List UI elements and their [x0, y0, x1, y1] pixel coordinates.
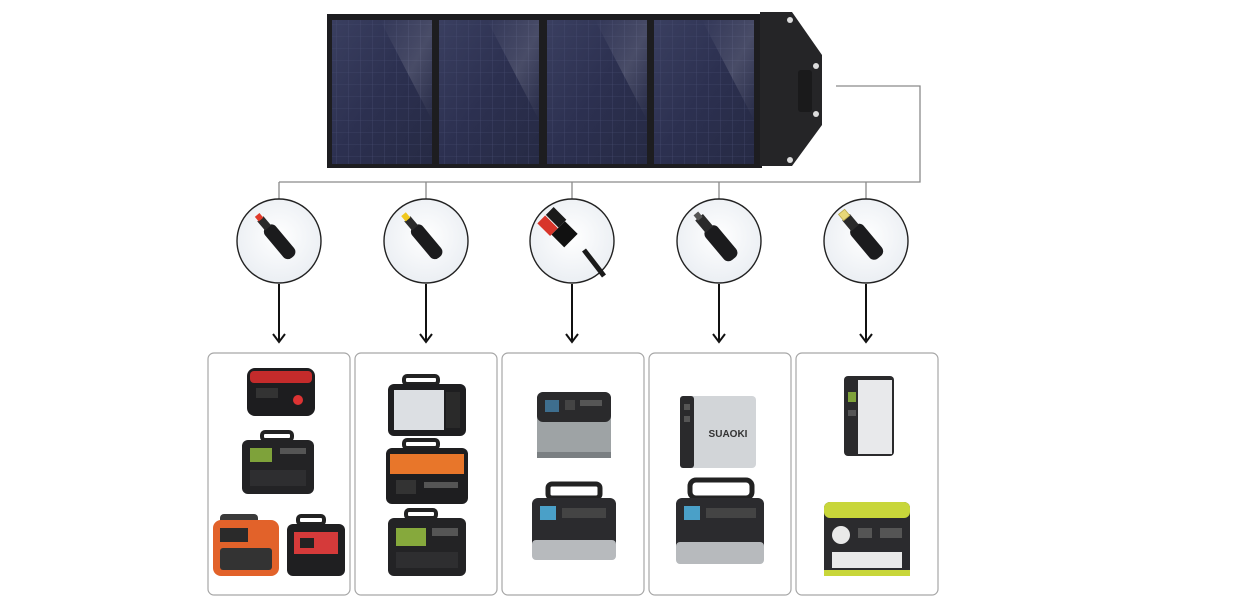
grommet-icon	[787, 17, 793, 23]
orange-stripe-power-station	[386, 438, 468, 504]
silver-suaoki-power-station: SUAOKI	[680, 396, 756, 468]
panel-flap	[760, 12, 822, 166]
yellow-green-power-station	[824, 502, 910, 576]
dc-plug-red-tip-icon	[236, 198, 322, 284]
green-screen-power-station	[388, 508, 466, 576]
connector-lines	[278, 85, 921, 200]
panel-cells	[332, 20, 754, 164]
arrow-down-icon	[712, 284, 726, 344]
black-gray-power-station	[676, 477, 764, 564]
arrow-down-icon	[272, 284, 286, 344]
black-green-power-station	[242, 430, 314, 494]
main-cable-line	[279, 85, 921, 183]
red-black-power-station	[247, 368, 315, 416]
gray-power-station	[537, 392, 611, 458]
dc-plug-yellow-tip-icon	[383, 198, 469, 284]
silver-power-station	[388, 374, 466, 436]
arrow-down-icon	[859, 284, 873, 344]
dc-plug-black-tip-icon	[676, 198, 762, 284]
panel-pocket	[798, 70, 812, 112]
grommet-icon	[813, 63, 819, 69]
down-arrows	[272, 284, 873, 344]
black-gray-power-station	[532, 481, 616, 560]
grommet-icon	[787, 157, 793, 163]
grommet-icon	[813, 111, 819, 117]
arrow-down-icon	[419, 284, 433, 344]
white-suaoki-power-station	[844, 376, 894, 456]
arrow-down-icon	[565, 284, 579, 344]
suaoki-brand-text: SUAOKI	[709, 429, 748, 440]
anderson-plug-icon	[529, 198, 615, 284]
solar-panel	[327, 12, 822, 168]
orange-power-station	[213, 514, 279, 576]
dc-plug-metal-tip-icon	[823, 198, 909, 284]
red-small-power-station	[287, 514, 345, 576]
